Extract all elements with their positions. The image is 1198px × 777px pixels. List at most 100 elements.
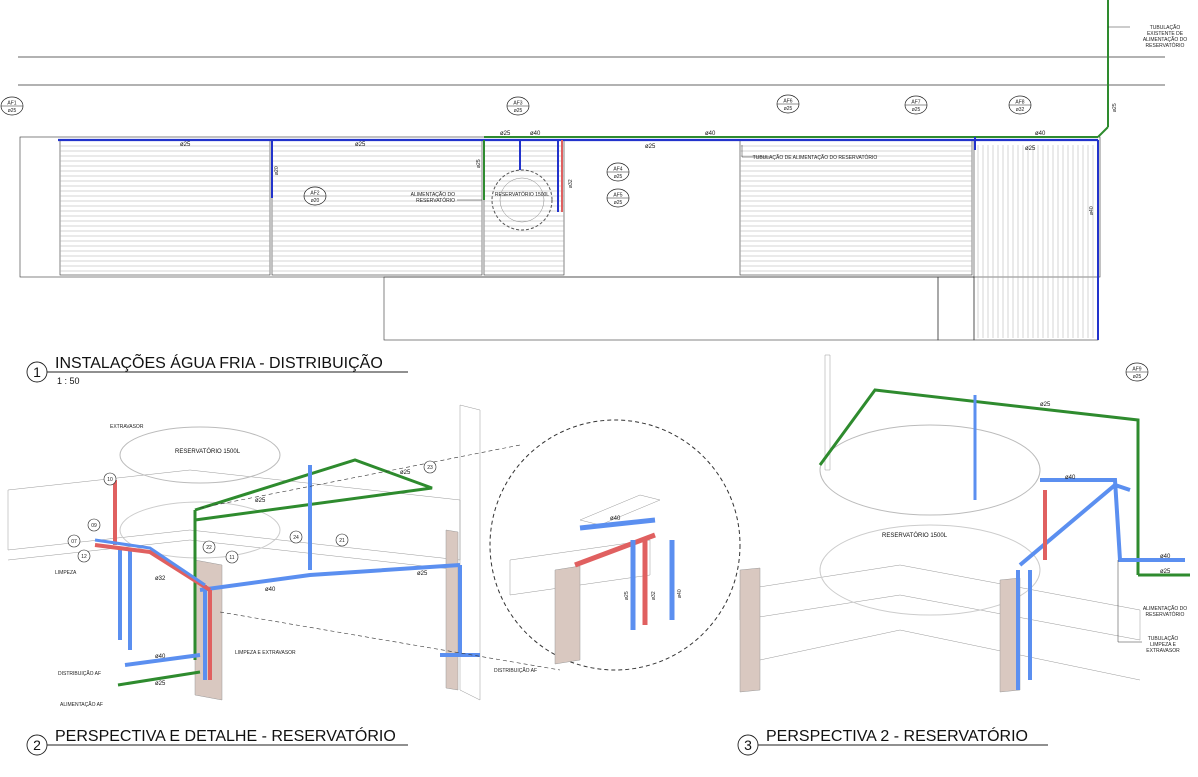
tag-diameter: ø20 — [311, 198, 320, 204]
perspective2-view: RESERVATÓRIO 1500L ø25 ø40 ø40 ø25 ALIME… — [737, 354, 1190, 756]
plan-pipe-label: ø32 — [568, 179, 574, 188]
tag-diameter: ø25 — [8, 108, 17, 114]
item-bubble-12: 12 — [77, 549, 91, 563]
svg-text:09: 09 — [91, 523, 97, 529]
v2-pipe-label: ø25 — [155, 681, 166, 687]
v2-overflow-label: EXTRAVASOR — [110, 424, 144, 430]
tag-code: AF1 — [7, 101, 16, 107]
v2-clean-overflow-label: LIMPEZA E EXTRAVASOR — [235, 650, 296, 656]
tag-diameter: ø25 — [614, 200, 623, 206]
v2-distribution-label-right: DISTRIBUIÇÃO AF — [494, 667, 537, 674]
tag-diameter: ø25 — [784, 106, 793, 112]
note-existing-feed-4: RESERVATÓRIO — [1146, 42, 1185, 49]
item-bubble-10: 10 — [103, 472, 117, 486]
plan-pipe-label: ø25 — [645, 144, 656, 150]
v2-cleaning-label: LIMPEZA — [55, 570, 77, 576]
svg-text:07: 07 — [71, 539, 77, 545]
item-bubble-22: 22 — [202, 540, 216, 554]
plan-pipe-label: ø25 — [500, 131, 511, 137]
v3-pipe-label: ø40 — [1065, 475, 1076, 481]
svg-text:23: 23 — [427, 465, 433, 471]
view2-number: 2 — [33, 737, 41, 753]
detail-pipe-label: ø40 — [677, 589, 683, 598]
plan-pipe-label: ø25 — [1112, 103, 1118, 112]
v3-pipe-clean-2: LIMPEZA E — [1150, 642, 1177, 648]
plan-reservoir-label: RESERVATÓRIO 1500L — [495, 191, 549, 198]
tag-diameter: ø25 — [912, 107, 921, 113]
svg-text:10: 10 — [107, 477, 113, 483]
detail-pipe-label: ø25 — [624, 591, 630, 600]
svg-text:11: 11 — [229, 555, 234, 561]
tag-code: AF2 — [310, 191, 319, 197]
note-feed-pipe: TUBULAÇÃO DE ALIMENTAÇÃO DO RESERVATÓRIO — [753, 154, 878, 161]
v2-pipe-label: ø40 — [265, 587, 276, 593]
view1-number: 1 — [33, 364, 41, 380]
note-reservoir-feed-1: ALIMENTAÇÃO DO — [411, 191, 455, 198]
view2-title: PERSPECTIVA E DETALHE - RESERVATÓRIO — [55, 726, 396, 745]
v2-feed-label: ALIMENTAÇÃO AF — [60, 701, 103, 708]
tag-code: AF6 — [783, 99, 792, 105]
note-reservoir-feed-2: RESERVATÓRIO — [416, 197, 455, 204]
v2-pipe-label: ø25 — [255, 498, 266, 504]
v3-pipe-label: ø25 — [1040, 402, 1051, 408]
note-existing-feed-1: TUBULAÇÃO — [1150, 24, 1181, 31]
plan-pipe-label: ø40 — [530, 131, 541, 137]
tag-code: AF5 — [613, 193, 622, 199]
detail-pipe-label: ø40 — [610, 516, 621, 522]
tag-diameter: ø25 — [514, 108, 523, 114]
item-bubble-11: 11 — [225, 550, 239, 564]
tag-diameter: ø25 — [614, 174, 623, 180]
v2-pipe-label: ø32 — [155, 576, 166, 582]
tag-code: AF7 — [911, 100, 920, 106]
note-existing-feed-2: EXISTENTE DE — [1147, 31, 1184, 37]
item-bubble-09: 09 — [87, 518, 101, 532]
plan-pipe-label: ø40 — [705, 131, 716, 137]
tag-diameter: ø25 — [1133, 374, 1142, 380]
note-existing-feed-3: ALIMENTAÇÃO DO — [1143, 36, 1187, 43]
view1-scale: 1 : 50 — [57, 376, 80, 386]
view1-title: INSTALAÇÕES ÁGUA FRIA - DISTRIBUIÇÃO — [55, 352, 383, 372]
svg-text:12: 12 — [81, 554, 87, 560]
plan-pipe-label: ø40 — [1035, 131, 1046, 137]
plan-pipe-label: ø25 — [1025, 146, 1036, 152]
v3-feed-label-2: RESERVATÓRIO — [1146, 611, 1185, 618]
v2-reservoir-label: RESERVATÓRIO 1500L — [175, 448, 241, 455]
v3-feed-label-1: ALIMENTAÇÃO DO — [1143, 605, 1187, 612]
v3-pipe-label: ø40 — [1160, 554, 1171, 560]
v3-reservoir-label: RESERVATÓRIO 1500L — [882, 532, 948, 539]
item-bubble-24: 24 — [289, 530, 303, 544]
tag-code: AF9 — [1132, 367, 1141, 373]
svg-text:24: 24 — [293, 535, 299, 541]
item-bubble-21: 21 — [335, 533, 349, 547]
plan-pipe-label: ø25 — [476, 159, 482, 168]
tag-code: AF4 — [613, 167, 622, 173]
view3-number: 3 — [744, 737, 752, 753]
v2-pipe-label: ø25 — [400, 470, 411, 476]
plan-pipe-label: ø20 — [274, 166, 280, 175]
tag-code: AF3 — [513, 101, 522, 107]
plan-view: RESERVATÓRIO 1500L ø25 ø25 ø25 ø40 ø25 ø… — [0, 0, 1187, 386]
view3-title: PERSPECTIVA 2 - RESERVATÓRIO — [766, 726, 1028, 745]
v3-pipe-clean-1: TUBULAÇÃO — [1148, 635, 1179, 642]
svg-text:22: 22 — [206, 545, 212, 551]
svg-text:21: 21 — [339, 538, 345, 544]
plan-pipe-label: ø40 — [1089, 206, 1095, 215]
perspective-view: EXTRAVASOR RESERVATÓRIO 1500L LIMPEZA LI… — [7, 404, 741, 756]
v2-pipe-label: ø40 — [155, 654, 166, 660]
v3-pipe-clean-3: EXTRAVASOR — [1146, 648, 1180, 654]
tag-code: AF8 — [1015, 100, 1024, 106]
detail-pipe-label: ø32 — [651, 591, 657, 600]
tag-diameter: ø32 — [1016, 107, 1025, 113]
v3-pipe-label: ø25 — [1160, 569, 1171, 575]
plan-pipe-label: ø25 — [180, 142, 191, 148]
